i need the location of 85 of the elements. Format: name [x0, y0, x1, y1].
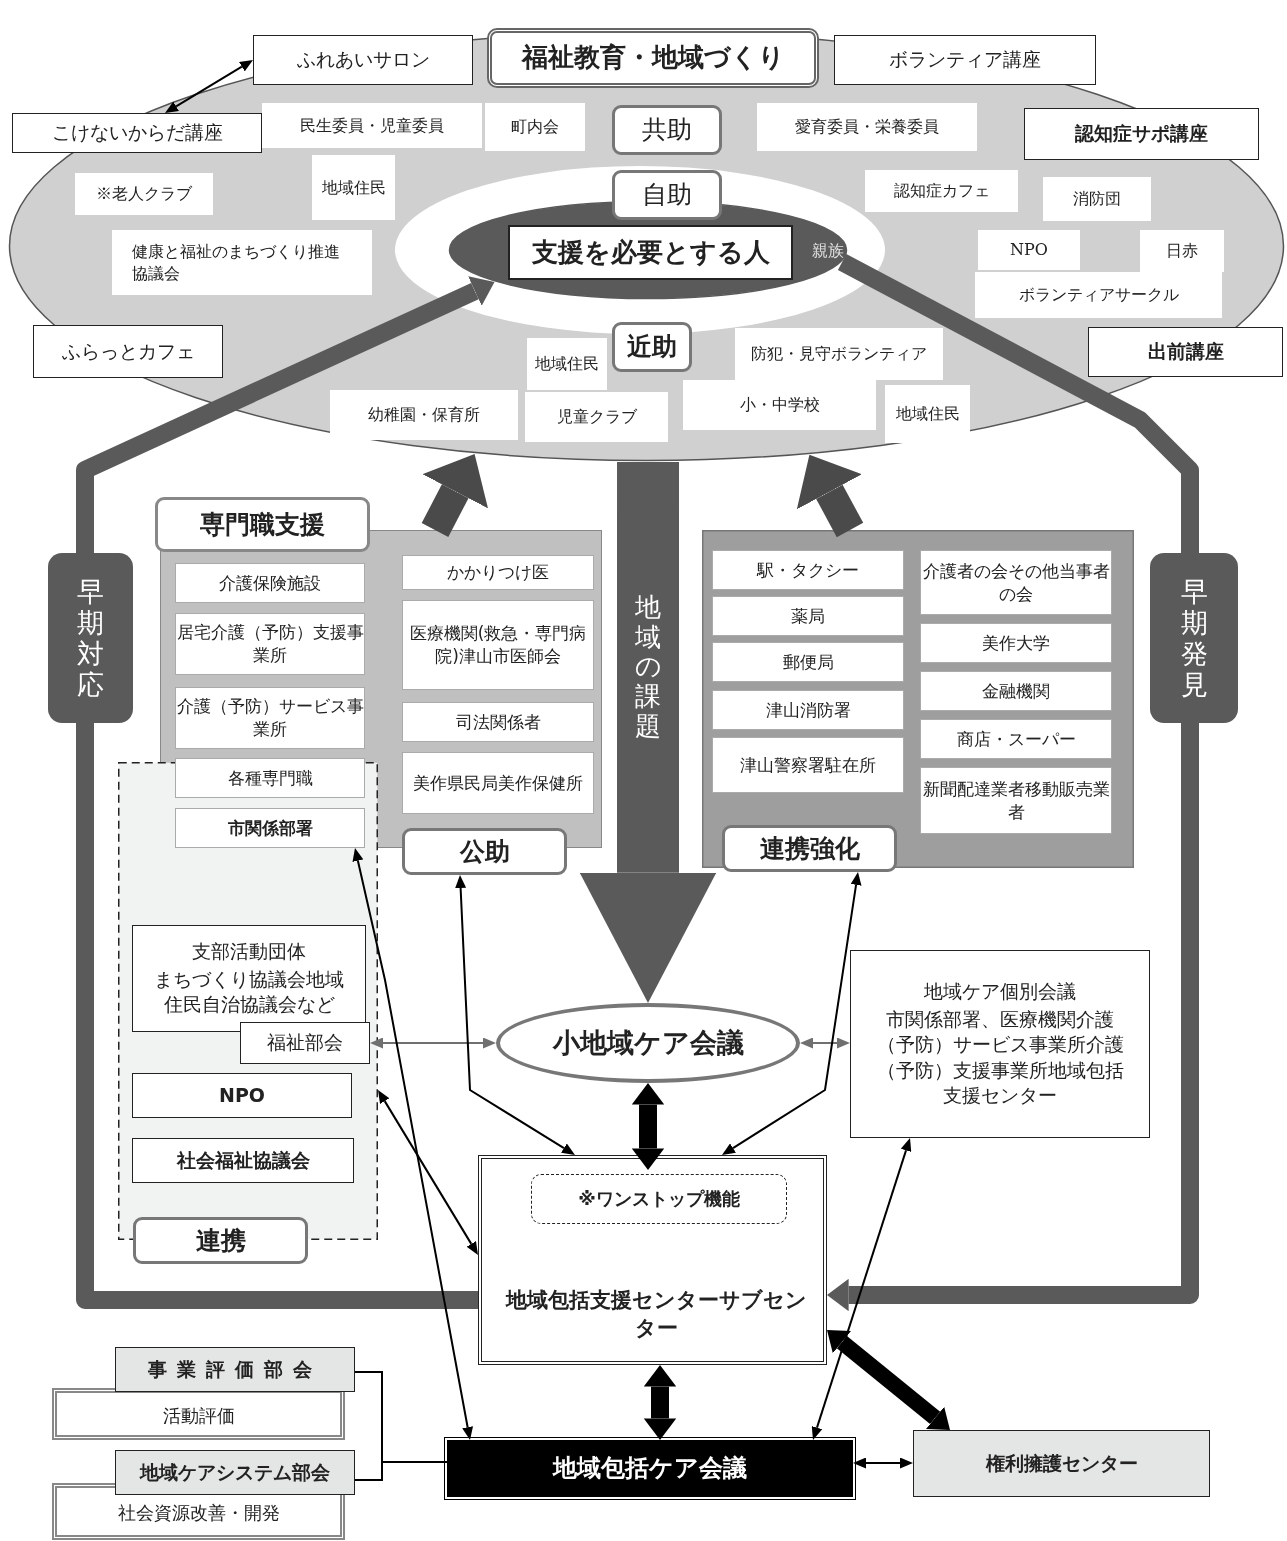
arrow — [579, 462, 717, 1003]
arrow — [800, 1037, 850, 1049]
arrow — [796, 454, 864, 538]
section-tab: 専門職支援 — [155, 497, 370, 552]
box-text: まちづくり協議会地域住民自治協議会など — [153, 966, 345, 1018]
org-box: NPO — [978, 230, 1080, 270]
arrow — [827, 1330, 950, 1430]
arrow — [722, 872, 862, 1155]
center-box: 権利擁護センター — [913, 1430, 1210, 1497]
org-box: 駅・タクシー — [712, 550, 904, 590]
org-box: 介護者の会その他当事者の会 — [920, 550, 1112, 615]
arrow — [421, 454, 488, 537]
box-text: 市関係部署、医療機関介護（予防）サービス事業所介護（予防）支援事業所地域包括支援センター — [875, 1006, 1125, 1109]
box-title: 地域ケア個別会議 — [923, 978, 1077, 1004]
org-box: 児童クラブ — [525, 392, 668, 442]
response-bar: 早期発見 — [1150, 553, 1238, 723]
meeting-ellipse: 小地域ケア会議 — [496, 1003, 800, 1083]
org-box: 防犯・見守ボランティア — [735, 328, 943, 380]
org-box: 福祉部会 — [240, 1022, 370, 1064]
org-box: 市関係部署 — [175, 808, 365, 848]
org-box: 幼稚園・保育所 — [330, 390, 518, 440]
group-box — [132, 925, 366, 1032]
org-box: 商店・スーパー — [920, 719, 1112, 759]
arrow — [352, 848, 474, 1440]
org-box: NPO — [132, 1073, 352, 1118]
org-box: 津山警察署駐在所 — [712, 737, 904, 793]
box-title: 支部活動団体 — [191, 939, 307, 965]
org-box: ※老人クラブ — [75, 173, 213, 215]
committee-header: 事業評価部会 — [115, 1347, 355, 1392]
org-box: 愛育委員・栄養委員 — [757, 103, 977, 151]
org-box: 美作県民局美作保健所 — [402, 752, 594, 814]
arrow — [853, 1457, 913, 1469]
org-box: かかりつけ医 — [402, 555, 594, 590]
org-box: 介護保険施設 — [175, 563, 365, 603]
org-box: 介護（予防）サービス事業所 — [175, 687, 365, 749]
org-box: 地域住民 — [527, 338, 607, 390]
arrow — [455, 875, 575, 1155]
org-box: 社会福祉協議会 — [132, 1138, 354, 1183]
org-box: 消防団 — [1043, 177, 1151, 221]
arrow — [827, 723, 1199, 1312]
center-title: 地域包括支援センターサブセンター — [504, 1286, 808, 1342]
org-box: 郵便局 — [712, 642, 904, 682]
section-tab: 連携強化 — [722, 825, 897, 872]
org-box: 司法関係者 — [402, 702, 594, 742]
center-box — [478, 1155, 827, 1365]
org-box: ボランティアサークル — [975, 272, 1222, 318]
org-box: 町内会 — [485, 103, 585, 151]
org-box: 新聞配達業者移動販売業者 — [920, 767, 1112, 834]
org-box: 日赤 — [1140, 230, 1224, 272]
committee-header: 地域ケアシステム部会 — [115, 1450, 355, 1495]
arrow — [643, 1365, 677, 1440]
arrow — [631, 1083, 665, 1170]
response-bar: 早期対応 — [48, 553, 133, 723]
meeting-box: 地域包括ケア会議 — [447, 1440, 853, 1497]
org-box: 地域住民 — [885, 385, 970, 443]
org-box: 認知症カフェ — [865, 170, 1018, 212]
help-level-tab: 自助 — [612, 170, 722, 220]
org-box: 居宅介護（予防）支援事業所 — [175, 613, 365, 675]
help-level-tab: 近助 — [612, 322, 692, 372]
org-box: 小・中学校 — [683, 380, 876, 430]
arrow — [165, 60, 253, 113]
function-box: ※ワンストップ機能 — [531, 1174, 787, 1224]
connector-line — [76, 723, 478, 1309]
meeting-box — [850, 950, 1150, 1138]
connector-line — [837, 254, 1199, 553]
org-box: 民生委員・児童委員 — [262, 103, 482, 148]
org-box: 医療機関(救急・専門病院)津山市医師会 — [402, 600, 594, 690]
org-box: 地域住民 — [312, 155, 395, 220]
person-box: 支援を必要とする人 — [508, 225, 793, 280]
committee-box: 活動評価 — [52, 1388, 345, 1440]
org-box: 金融機関 — [920, 671, 1112, 711]
section-tab: 連携 — [133, 1217, 308, 1264]
relation-label: 親族 — [811, 240, 845, 263]
org-box: ボランティア講座 — [834, 35, 1096, 85]
org-box: 津山消防署 — [712, 690, 904, 730]
arrow — [76, 276, 495, 553]
org-box: 各種専門職 — [175, 758, 365, 798]
arrow — [811, 1138, 912, 1440]
org-box: 健康と福祉のまちづくり推進協議会 — [112, 230, 372, 295]
org-box: 美作大学 — [920, 623, 1112, 663]
arrow — [370, 1037, 496, 1049]
section-tab: 公助 — [402, 828, 567, 875]
help-level-tab: 共助 — [612, 105, 722, 155]
arrow — [378, 1090, 478, 1255]
org-box: 薬局 — [712, 596, 904, 636]
